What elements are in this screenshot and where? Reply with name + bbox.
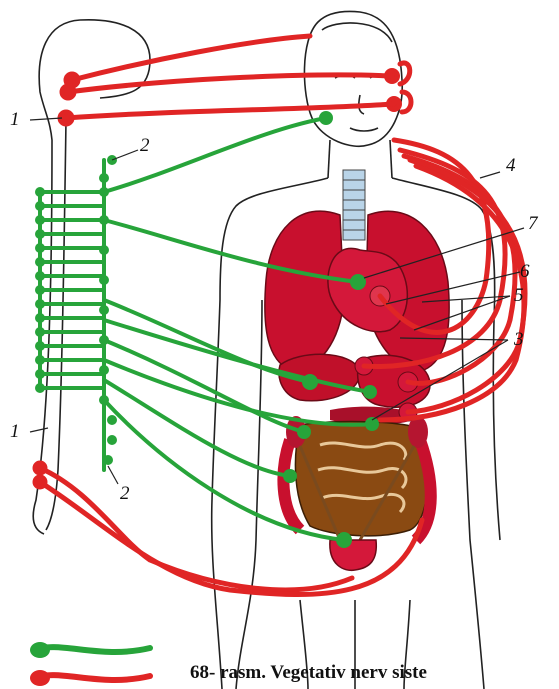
internal-organs [265, 68, 449, 570]
label-5: 5 [514, 286, 524, 305]
legend-parasympathetic-swatch [30, 670, 150, 686]
label-4: 4 [506, 156, 516, 175]
legend-sympathetic-swatch [30, 642, 150, 658]
figure-caption: 68- rasm. Vegetativ nerv siste [190, 662, 427, 684]
label-1-top: 1 [10, 110, 20, 129]
label-6: 6 [520, 262, 530, 281]
label-2-top: 2 [140, 136, 150, 155]
label-1-bottom: 1 [10, 422, 20, 441]
label-7: 7 [528, 214, 538, 233]
label-2-bottom: 2 [120, 484, 130, 503]
label-3: 3 [514, 330, 524, 349]
